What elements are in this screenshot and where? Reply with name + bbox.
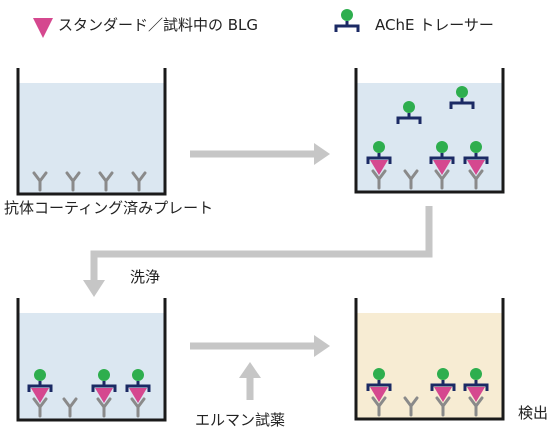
well-outline <box>354 68 505 194</box>
well-outline <box>16 298 167 422</box>
antigen-triangle <box>95 388 113 403</box>
well-liquid <box>18 313 165 420</box>
tracer-head <box>470 141 482 153</box>
arrow-step-2 <box>83 206 433 297</box>
bound-complex <box>27 369 53 418</box>
bound-complex <box>366 368 392 417</box>
bound-complex <box>463 141 489 190</box>
arrow-head <box>314 335 330 357</box>
plate-label: 抗体コーティング済みプレート <box>4 199 214 217</box>
antigen-triangle <box>434 387 452 402</box>
antigen-triangle <box>467 387 485 402</box>
tracer-head <box>98 369 110 381</box>
tracer-head <box>403 101 415 113</box>
antigen-triangle <box>433 160 451 175</box>
well-incubated <box>354 68 505 194</box>
antigen-triangle <box>31 388 49 403</box>
ellman-label: エルマン試薬 <box>195 411 286 429</box>
tracer-head <box>437 368 449 380</box>
arrow-step-3 <box>190 335 330 357</box>
bound-complex <box>430 368 456 417</box>
legend-standard-icon <box>33 18 53 38</box>
tracer-head <box>373 141 385 153</box>
antigen-triangle <box>467 160 485 175</box>
arrow-head <box>83 280 105 297</box>
well-outline <box>354 298 505 421</box>
tracer-head <box>470 368 482 380</box>
tracer-head <box>373 368 385 380</box>
wash-label: 洗浄 <box>130 268 161 286</box>
legend-standard-label: スタンダード／試料中の BLG <box>58 16 259 34</box>
tracer-head <box>341 9 353 21</box>
antigen-triangle <box>370 387 388 402</box>
well-coated <box>16 68 167 196</box>
arrow-ellman <box>239 362 261 400</box>
bound-complex <box>429 141 455 190</box>
bound-complex <box>125 369 151 418</box>
detect-label: 検出 <box>518 404 549 422</box>
tracer-head <box>34 369 46 381</box>
antigen-triangle <box>370 160 388 175</box>
legend-tracer-icon <box>334 9 360 32</box>
arrow-head <box>239 362 261 378</box>
tracer-bar <box>334 24 360 32</box>
arrow-shaft <box>90 206 433 282</box>
well-washed <box>16 298 167 422</box>
bound-complex <box>91 369 117 418</box>
well-detection <box>354 298 505 421</box>
tracer-head <box>436 141 448 153</box>
bound-complex <box>463 368 489 417</box>
tracer-head <box>456 86 468 98</box>
well-outline <box>16 68 167 196</box>
legend-tracer-label: AChE トレーサー <box>375 16 494 34</box>
arrow-head <box>314 143 330 165</box>
tracer-head <box>132 369 144 381</box>
antigen-triangle <box>129 388 147 403</box>
bound-complex <box>366 141 392 190</box>
arrow-step-1 <box>190 143 330 165</box>
